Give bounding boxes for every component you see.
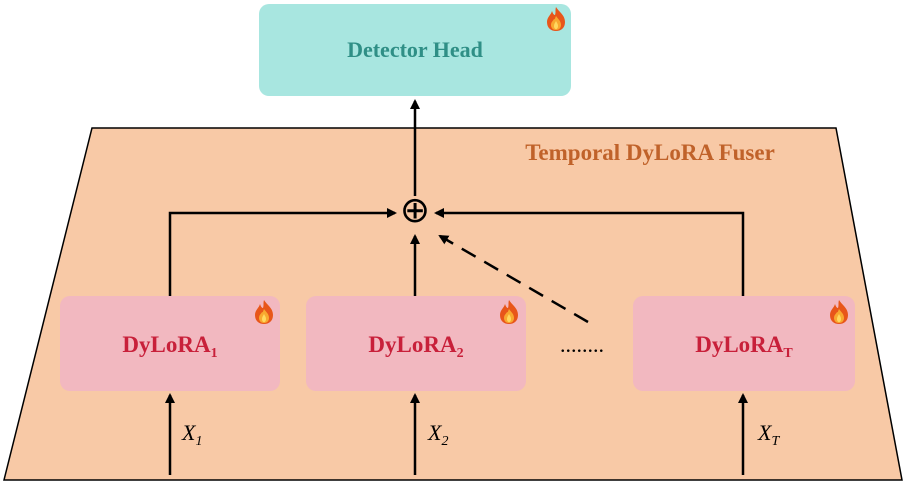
dylora-t-to-sum-arrow [434, 208, 745, 296]
dylora-1-label: DyLoRA1 [122, 332, 217, 361]
ellipsis: ........ [560, 332, 604, 357]
xt-label: XT [757, 420, 780, 449]
dylora-t-label: DyLoRAT [695, 332, 793, 361]
dylora-2-box [306, 296, 526, 391]
sum-symbol: ⊕ [400, 190, 430, 231]
detector-head-label: Detector Head [347, 37, 483, 62]
dashed-to-sum-arrow [438, 234, 589, 324]
x2-label: X2 [427, 420, 448, 449]
x1-label: X1 [181, 420, 202, 449]
detector-head-box [259, 4, 571, 96]
dylora-1-to-sum-arrow [168, 208, 397, 296]
dylora-1-box [60, 296, 280, 391]
dylora-t-box [633, 296, 855, 391]
fuser-label: Temporal DyLoRA Fuser [525, 140, 775, 165]
dylora-2-label: DyLoRA2 [368, 332, 463, 361]
